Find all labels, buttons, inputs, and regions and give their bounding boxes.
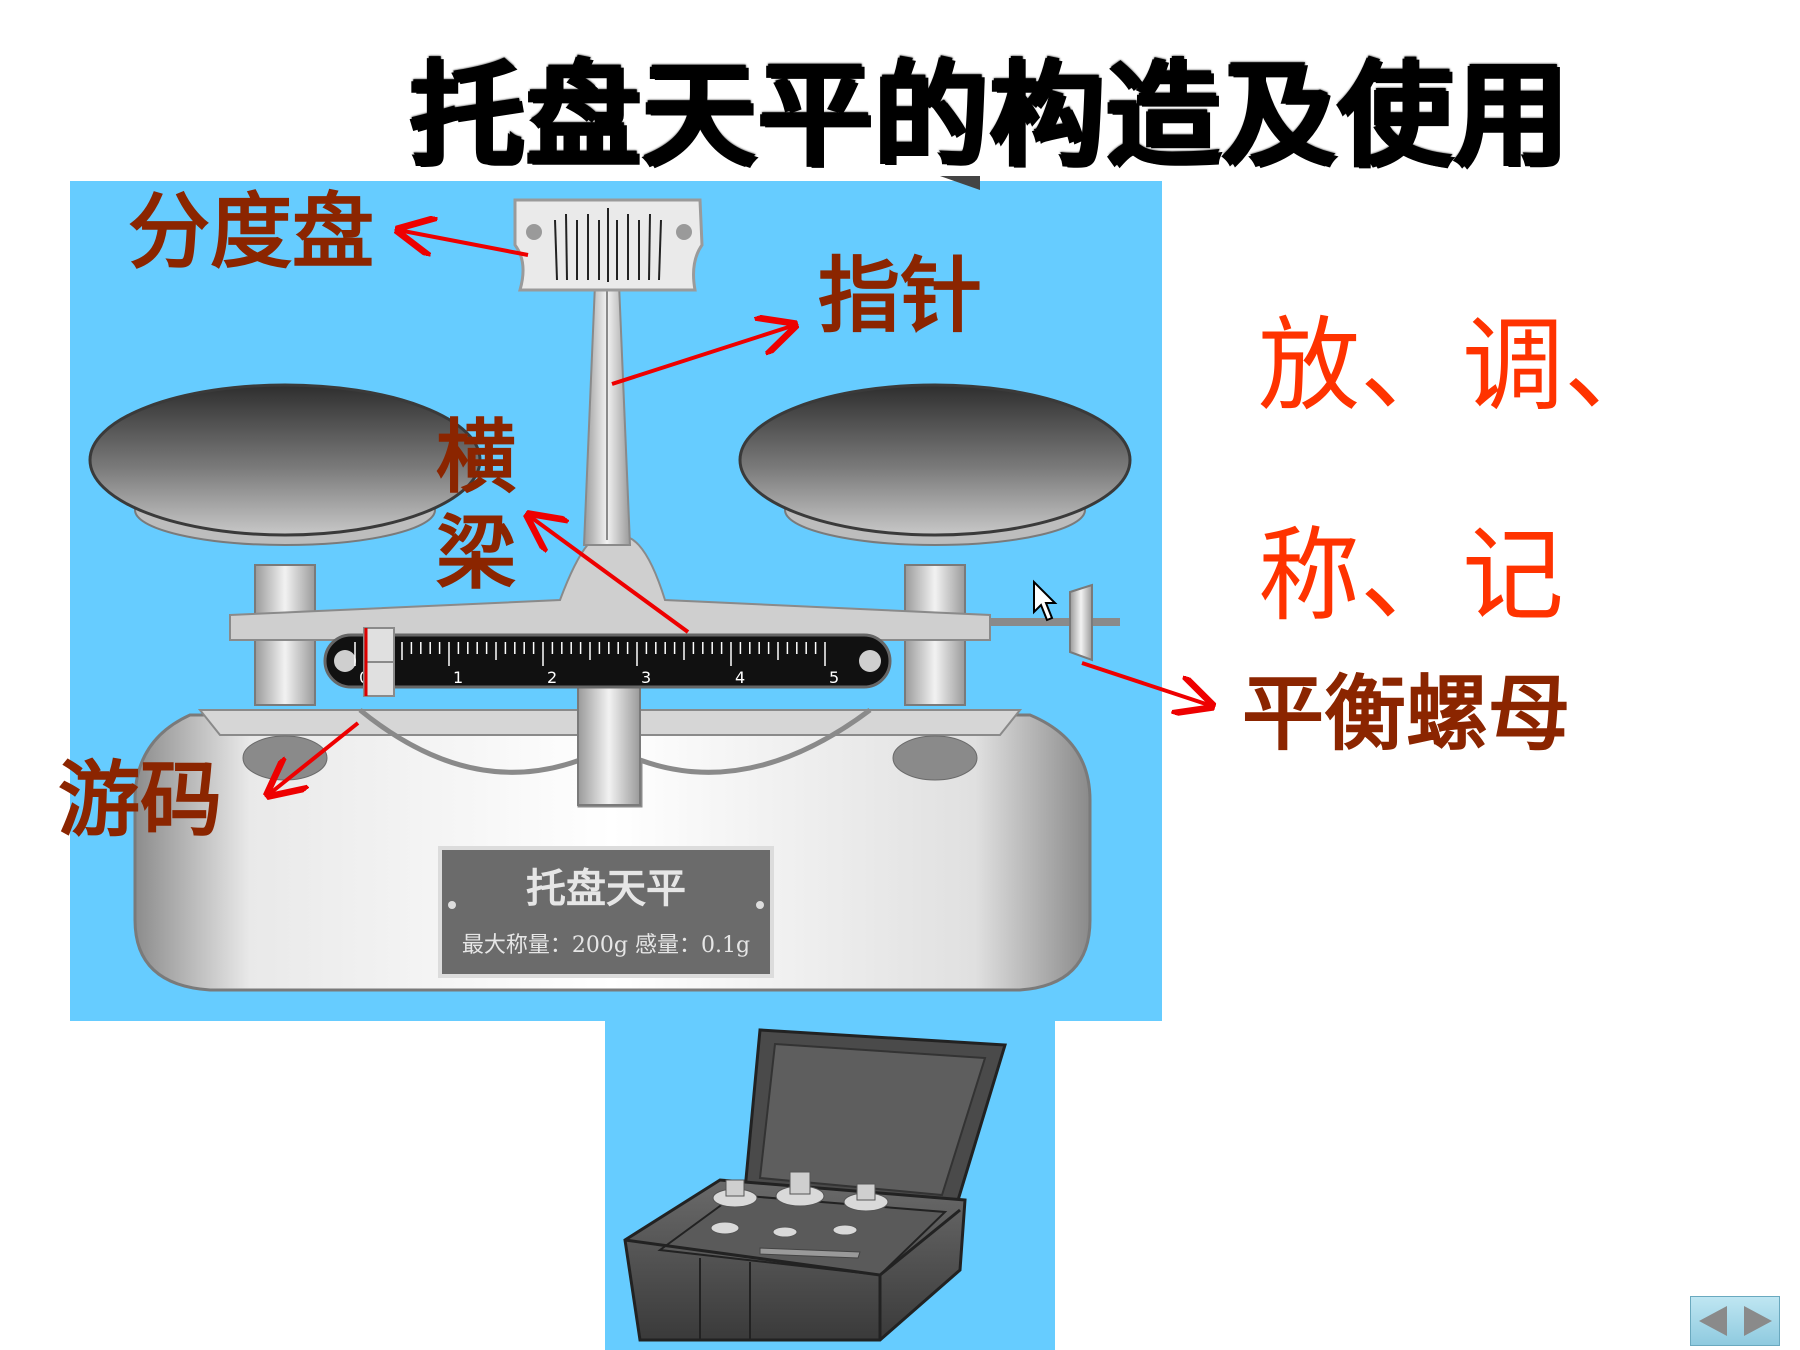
- stray-shape: [940, 176, 980, 190]
- next-slide-button[interactable]: [1735, 1297, 1780, 1345]
- triangle-right-icon: [1744, 1306, 1772, 1336]
- label-rider: 游码: [58, 753, 223, 848]
- nameplate-title: 托盘天平: [526, 865, 686, 912]
- previous-slide-button[interactable]: [1691, 1297, 1736, 1345]
- triangle-left-icon: [1699, 1306, 1727, 1336]
- label-beam-bottom: 梁: [436, 507, 516, 600]
- label-beam: 横 梁: [436, 410, 526, 602]
- usage-steps: 放、调、 称、记: [1258, 262, 1738, 682]
- weight-box: [623, 1028, 1007, 1342]
- balance-nut: [1069, 583, 1093, 662]
- dial-ticks: [554, 208, 662, 282]
- scale-number: 1: [453, 668, 463, 687]
- scale-number: 2: [547, 668, 557, 687]
- label-needle: 指针: [818, 249, 983, 344]
- label-beam-top: 横: [436, 411, 516, 504]
- scale-number: 5: [829, 668, 839, 687]
- label-dial: 分度盘: [128, 185, 375, 280]
- slide-title: 托盘天平的构造及使用: [410, 48, 1571, 181]
- right-pan: [738, 383, 1132, 537]
- usage-steps-line-1: 放、调、: [1258, 307, 1666, 426]
- nameplate: [438, 846, 774, 978]
- scale-bar: [323, 633, 892, 689]
- nameplate-spec: 最大称量：200g 感量：0.1g: [462, 933, 750, 958]
- left-pan: [88, 383, 482, 537]
- scale-number: 4: [735, 668, 745, 687]
- label-balance-nut: 平衡螺母: [1242, 667, 1571, 762]
- slide-navigation: [1690, 1296, 1780, 1346]
- annotation-arrows: [268, 230, 1212, 795]
- usage-steps-line-2: 称、记: [1258, 517, 1564, 636]
- scale-number: 3: [641, 668, 651, 687]
